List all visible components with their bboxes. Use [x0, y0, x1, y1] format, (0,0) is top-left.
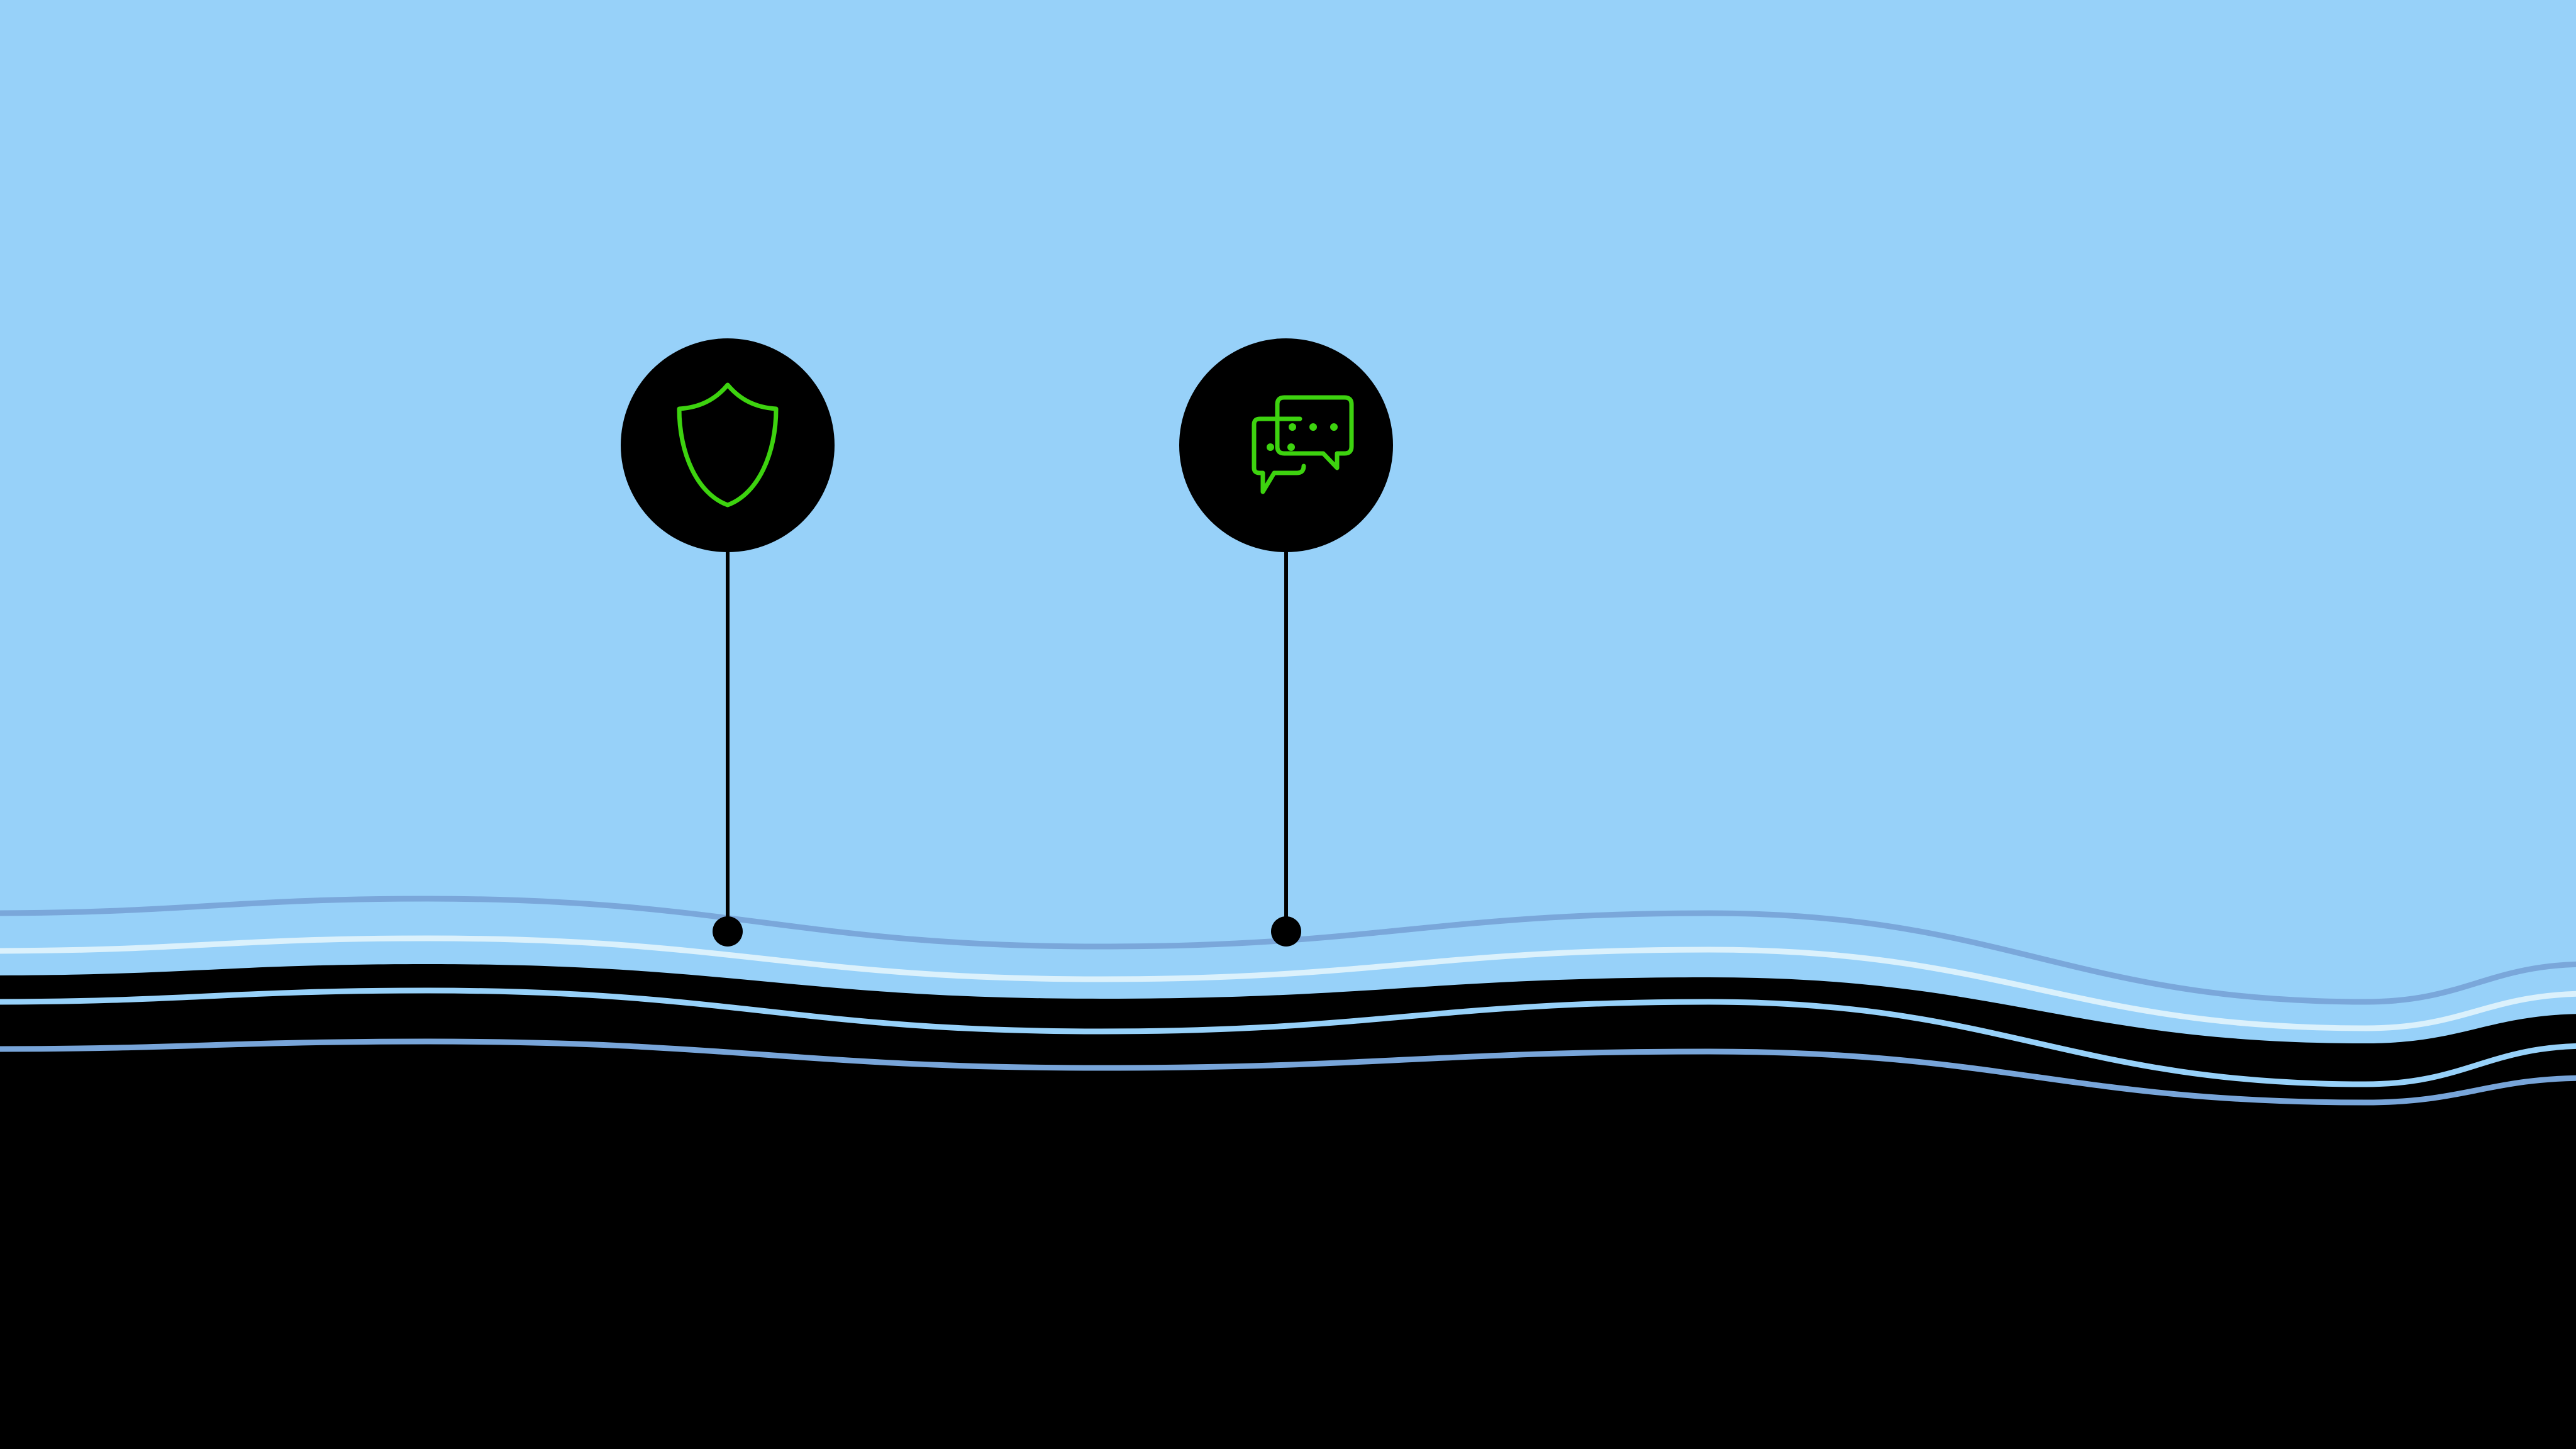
marker-badge — [1179, 338, 1393, 552]
wave-line-light-blue — [0, 987, 2576, 1087]
marker-shield — [621, 338, 835, 947]
ground-wave — [0, 964, 2576, 1449]
marker-badge — [621, 338, 835, 552]
shield-icon — [677, 382, 779, 508]
chat-bubbles-icon — [1252, 395, 1354, 494]
marker-anchor-dot — [1271, 916, 1301, 947]
wave-line-pale — [0, 935, 2576, 1031]
wave-line-deep-blue — [0, 1038, 2576, 1106]
marker-anchor-dot — [713, 916, 743, 947]
marker-chat — [1179, 338, 1393, 947]
wave-line-top — [0, 896, 2576, 1005]
